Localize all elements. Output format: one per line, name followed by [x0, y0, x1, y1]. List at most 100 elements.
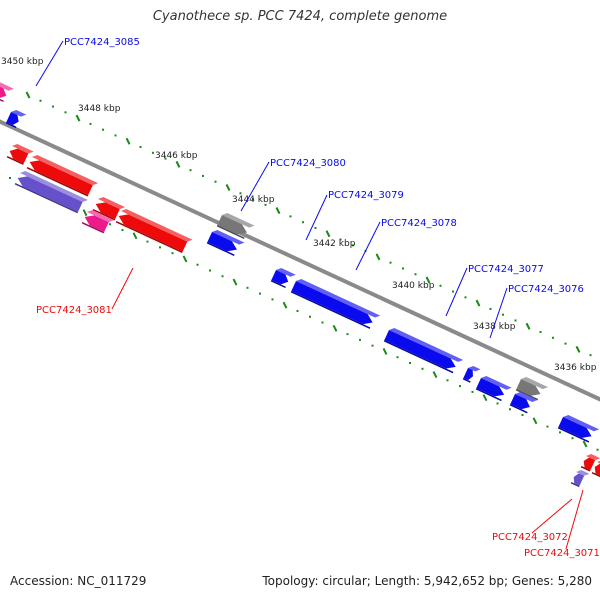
gene-label: PCC7424_3071 [524, 548, 600, 559]
minor-tick [546, 425, 549, 428]
minor-tick [596, 448, 599, 451]
minor-tick [252, 198, 254, 201]
feature-top-face [521, 377, 549, 390]
feature-top-face [20, 171, 88, 202]
feature-top-face [98, 197, 126, 210]
feature-body [118, 214, 188, 252]
forward-feature-arrow [475, 376, 512, 402]
minor-tick [496, 402, 499, 405]
major-tick [582, 440, 588, 448]
minor-tick [246, 286, 249, 289]
feature-bottom-edge [290, 290, 371, 329]
gene-label-leader [111, 267, 134, 310]
pseudo-feature-arrow [216, 213, 255, 239]
minor-tick [189, 169, 192, 172]
ruler-label: 3450 kbp [1, 57, 44, 67]
feature-bottom-edge [81, 221, 105, 234]
minor-tick [121, 229, 124, 232]
minor-tick [202, 174, 204, 177]
major-tick [25, 91, 31, 99]
major-tick [425, 276, 431, 284]
gene-label-leader [489, 287, 508, 339]
reverse-feature-arrow [115, 209, 193, 253]
feature-top-face [389, 328, 464, 362]
feature-bottom-edge [14, 182, 79, 214]
minor-tick [89, 122, 92, 125]
feature-bottom-edge [570, 481, 580, 488]
gene-label-leader [445, 267, 468, 317]
gene-label: PCC7424_3085 [64, 37, 140, 48]
minor-tick [521, 414, 524, 417]
minor-tick [302, 221, 304, 224]
major-tick [532, 417, 538, 425]
feature-top-face [576, 470, 590, 476]
gene-label: PCC7424_3078 [381, 218, 457, 229]
feature-bottom-edge [270, 279, 286, 289]
minor-tick [502, 313, 504, 316]
forward-feature-arrow [383, 328, 464, 374]
minor-tick [514, 319, 517, 322]
feature-bottom-edge [115, 220, 183, 253]
minor-tick [421, 367, 424, 370]
feature-top-face [481, 376, 512, 390]
gene-label-leader [355, 221, 381, 271]
reverse-feature-arrow [92, 197, 126, 221]
minor-tick [146, 240, 149, 243]
purple-feature-arrow [14, 171, 88, 214]
accession-text: Accession: NC_011729 [10, 574, 147, 588]
minor-tick [414, 273, 417, 276]
ruler-label: 3448 kbp [78, 104, 121, 114]
minor-tick [539, 331, 542, 334]
feature-body [207, 232, 237, 252]
feature-body [291, 281, 373, 325]
ruler-label: 3440 kbp [392, 281, 435, 291]
minor-tick [396, 356, 399, 359]
minor-tick [221, 275, 224, 278]
gene-label: PCC7424_3072 [492, 532, 568, 543]
minor-tick [446, 379, 449, 382]
feature-body [463, 368, 473, 381]
feature-body [0, 84, 7, 99]
feature-body [510, 394, 530, 410]
minor-tick [139, 146, 142, 149]
feature-top-face [0, 82, 14, 91]
minor-tick [264, 203, 267, 206]
minor-tick [102, 128, 104, 131]
major-tick [325, 230, 331, 238]
feature-top-face [515, 392, 538, 402]
feature-body [9, 148, 29, 164]
ruler-label: 3446 kbp [155, 151, 198, 161]
minor-tick [314, 226, 317, 229]
minor-tick [114, 134, 117, 137]
major-tick [475, 299, 481, 307]
minor-tick [352, 244, 354, 247]
minor-tick [109, 223, 111, 226]
major-tick [232, 278, 238, 286]
minor-tick [309, 315, 311, 318]
minor-tick [321, 321, 324, 324]
reverse-feature-arrow [6, 144, 34, 165]
minor-tick [152, 151, 154, 154]
feature-bottom-edge [92, 208, 116, 221]
feature-top-face [586, 454, 600, 461]
minor-tick [564, 342, 567, 345]
forward-feature-arrow [5, 110, 27, 128]
feature-body [95, 202, 120, 220]
pink-feature-arrow [0, 82, 14, 103]
feature-bottom-edge [383, 339, 454, 374]
feature-top-face [222, 213, 255, 228]
major-tick [182, 255, 188, 263]
minor-tick [159, 246, 161, 249]
minor-tick [489, 307, 492, 310]
feature-bottom-edge [557, 426, 590, 443]
minor-tick [164, 157, 167, 160]
minor-tick [171, 252, 174, 255]
feature-top-face [296, 279, 381, 318]
minor-tick [471, 390, 474, 393]
ruler-label: 3436 kbp [554, 363, 597, 373]
major-tick [525, 322, 531, 330]
gene-label-leader [531, 498, 573, 534]
minor-tick [589, 354, 592, 357]
